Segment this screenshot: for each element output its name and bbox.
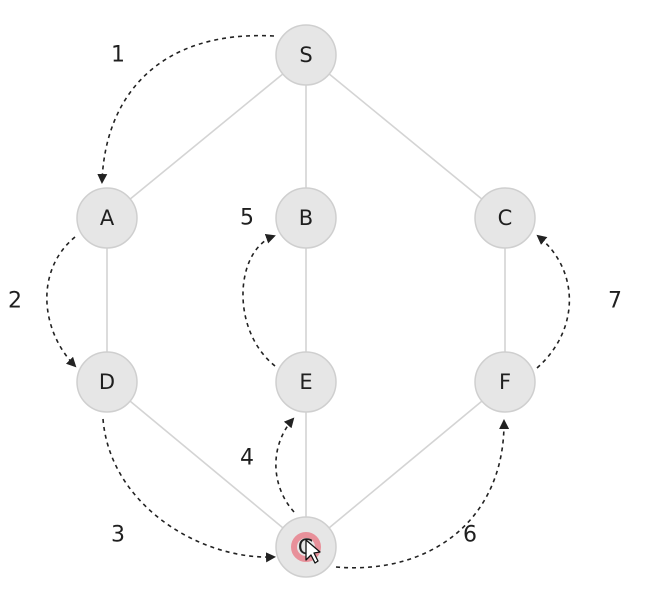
step-label: 5 (240, 206, 254, 231)
node-d: D (76, 351, 138, 413)
step-arrow-s-a (97, 34, 275, 184)
edge-s-a (129, 73, 284, 200)
node-circle (275, 187, 337, 249)
step-arrow-f-c (536, 234, 571, 369)
node-s: S (275, 24, 337, 86)
edge-s-c (328, 73, 483, 200)
step-label: 1 (111, 43, 125, 68)
node-f: F (474, 351, 536, 413)
node-label: D (99, 370, 115, 394)
step-arrow-e-b (242, 234, 276, 367)
step-arrow-g-f (335, 419, 510, 569)
search-steps (46, 34, 571, 569)
node-a: A (76, 187, 138, 249)
node-label: A (100, 206, 115, 230)
edge-d-g (129, 400, 284, 529)
step-label: 7 (608, 289, 622, 314)
graph-edges (106, 73, 506, 529)
node-c: C (474, 187, 536, 249)
node-circle (76, 351, 138, 413)
edge-f-g (328, 400, 483, 529)
node-label: C (498, 206, 513, 230)
step-label: 2 (8, 289, 22, 314)
step-label: 4 (240, 446, 254, 471)
node-label: B (299, 206, 313, 230)
step-arrow-g-e (275, 417, 295, 513)
node-circle (474, 351, 536, 413)
step-label: 3 (111, 523, 125, 548)
mouse-pointer-icon (305, 539, 321, 564)
node-label: F (499, 370, 511, 394)
step-label: 6 (463, 523, 477, 548)
step-labels: 1 2 3 4 5 6 7 (8, 43, 622, 548)
step-arrow-a-d (46, 236, 77, 368)
node-label: S (299, 43, 312, 67)
node-circle (275, 24, 337, 86)
node-circle (76, 187, 138, 249)
node-circle (275, 351, 337, 413)
node-label: E (299, 370, 312, 394)
node-e: E (275, 351, 337, 413)
step-arrow-d-g (102, 418, 276, 563)
node-b: B (275, 187, 337, 249)
node-circle (474, 187, 536, 249)
